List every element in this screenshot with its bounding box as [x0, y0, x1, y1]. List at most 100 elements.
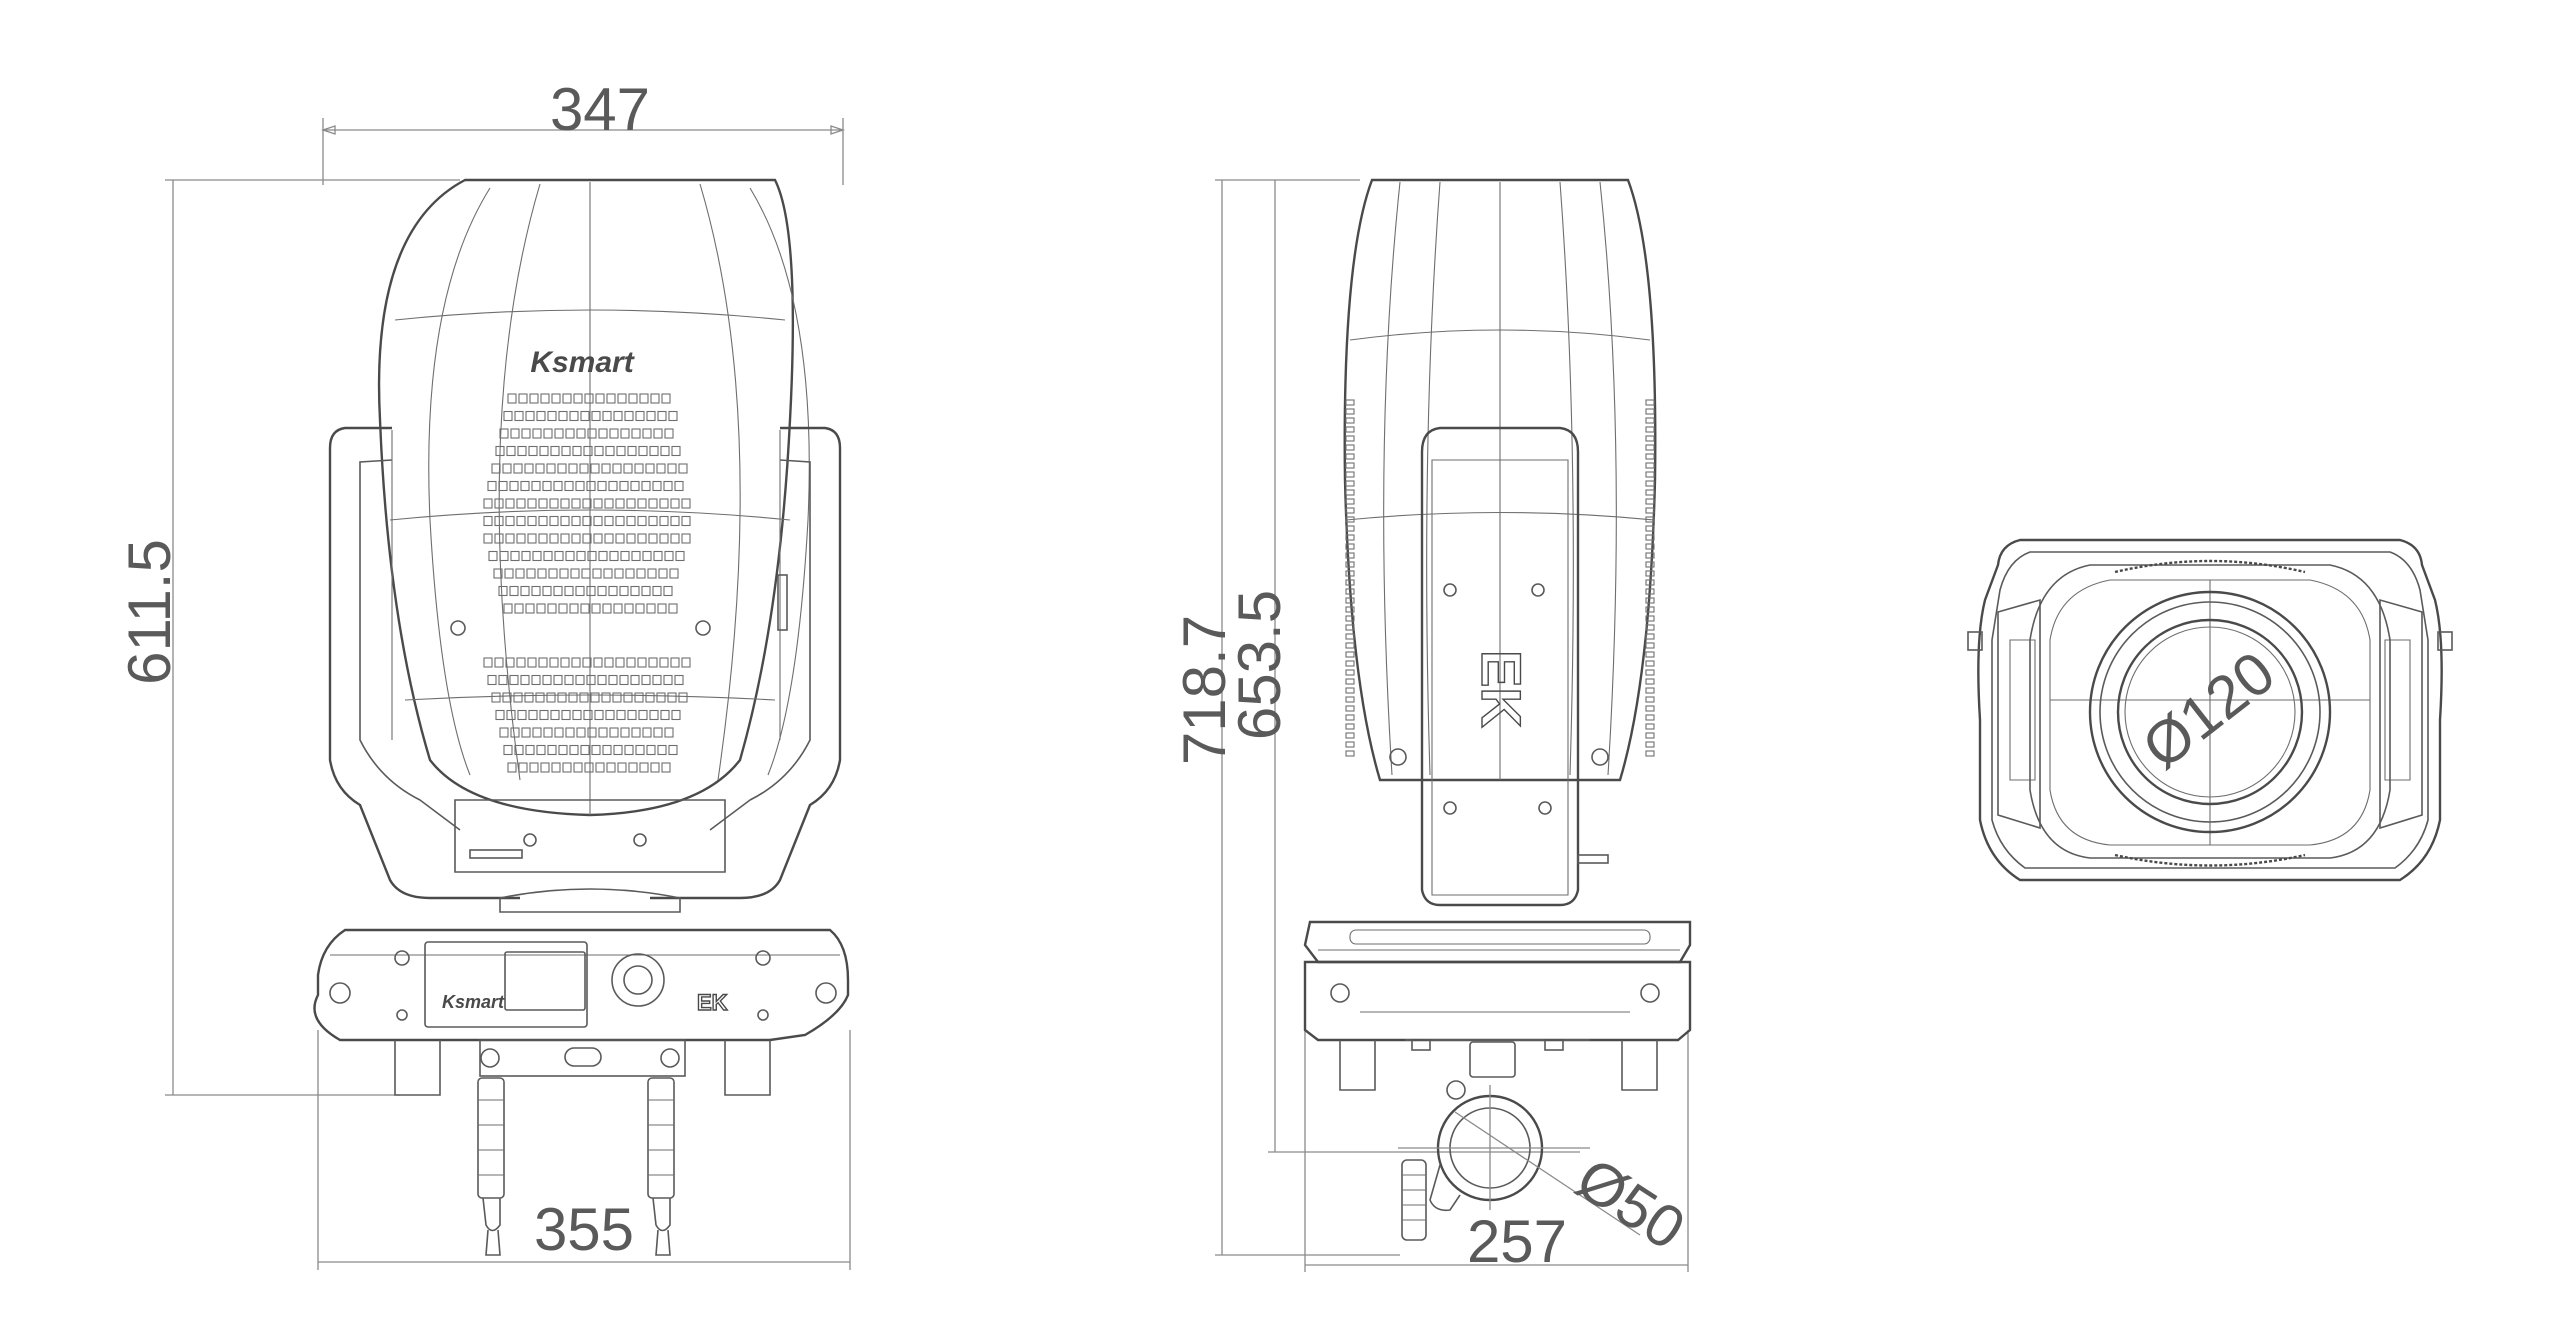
grill-slot	[1645, 552, 1655, 559]
vent-slot	[531, 480, 541, 492]
vent-slot	[553, 585, 563, 597]
vent-slot	[639, 393, 649, 404]
vent-slot	[593, 515, 603, 527]
dimension-label-height: 611.5	[116, 539, 183, 685]
vent-slot	[547, 410, 557, 422]
bracket-tab	[1411, 1039, 1431, 1051]
grill-slot	[1345, 651, 1355, 658]
dimension-line-height	[165, 179, 460, 1096]
grill-slot	[1345, 570, 1355, 577]
vent-slot	[571, 657, 581, 668]
vent-slot	[546, 692, 556, 703]
side-handle	[777, 574, 788, 631]
screw	[394, 950, 410, 966]
vent-slot	[653, 550, 663, 562]
vent-slot	[549, 657, 559, 668]
vent-slot	[602, 603, 612, 614]
vent-slot	[527, 657, 537, 668]
vent-slot	[591, 744, 601, 756]
vent-slot	[590, 692, 600, 703]
vent-slot	[532, 727, 542, 738]
vent-slot	[491, 692, 501, 703]
vent-slot	[525, 744, 535, 756]
vent-slot	[645, 692, 655, 703]
vent-slot	[569, 603, 579, 614]
vent-slot	[641, 585, 651, 597]
vent-slot	[551, 762, 561, 773]
vent-slot	[671, 709, 681, 721]
grill-slot	[1645, 678, 1655, 685]
grill-slot	[1345, 750, 1355, 757]
vent-slot	[514, 410, 524, 422]
dimension-label-top-width: 347	[550, 76, 650, 143]
vent-slot	[646, 744, 656, 756]
vent-slot	[510, 428, 520, 439]
vent-slot	[517, 709, 527, 721]
grill-slot	[1645, 399, 1655, 406]
vent-slot	[536, 410, 546, 422]
dimension-label-lens-diameter: Ø120	[2130, 638, 2287, 781]
vent-slot	[659, 657, 669, 668]
vent-slot	[499, 428, 509, 439]
grill-slot	[1345, 489, 1355, 496]
vent-slot	[587, 428, 597, 439]
vent-slot	[536, 744, 546, 756]
vent-slot	[582, 657, 592, 668]
vent-slot	[560, 533, 570, 544]
vent-slot	[505, 657, 515, 668]
bolt	[660, 1048, 680, 1068]
vent-slot	[575, 674, 585, 686]
vent-slot	[659, 498, 669, 509]
vent-slot	[681, 515, 691, 527]
grill-slot	[1645, 462, 1655, 469]
dimension-line-body-height	[1268, 180, 1580, 1153]
vent-slot	[494, 657, 504, 668]
vent-slot	[609, 727, 619, 738]
vent-slot	[615, 515, 625, 527]
grill-slot	[1645, 705, 1655, 712]
grill-slot	[1645, 534, 1655, 541]
vent-slot	[661, 393, 671, 404]
grill-slot	[1645, 543, 1655, 550]
vent-slot	[570, 568, 580, 579]
side-pipe-clamp	[1398, 1041, 1641, 1241]
vent-slot	[537, 568, 547, 579]
vent-slot	[495, 709, 505, 721]
vent-slot	[542, 585, 552, 597]
grill-slot	[1345, 732, 1355, 739]
vent-slot	[619, 585, 629, 597]
vent-slot	[547, 603, 557, 614]
vent-slot	[520, 674, 530, 686]
vent-slot	[509, 585, 519, 597]
grill-slot	[1645, 696, 1655, 703]
vent-slot	[580, 603, 590, 614]
vent-slot	[521, 550, 531, 562]
status-indicator	[469, 849, 523, 859]
vent-slot	[660, 709, 670, 721]
vent-slot	[660, 445, 670, 457]
vent-slot	[583, 709, 593, 721]
vent-slot	[606, 393, 616, 404]
yoke-base-bar	[454, 799, 726, 873]
vent-slot	[559, 568, 569, 579]
vent-slot	[540, 762, 550, 773]
vent-slot	[606, 762, 616, 773]
grill-slot	[1645, 480, 1655, 487]
vent-slot	[593, 498, 603, 509]
vent-slot	[572, 445, 582, 457]
grill-slot	[1645, 570, 1655, 577]
vent-slot	[548, 568, 558, 579]
grill-slot	[1645, 606, 1655, 613]
vent-slot	[667, 463, 677, 474]
omega-clamp-right	[647, 1077, 675, 1256]
vent-slot	[543, 428, 553, 439]
ek-logo-side: EK	[1470, 650, 1533, 728]
vent-slot	[591, 410, 601, 422]
tilt-lever	[1577, 854, 1609, 864]
vent-slot	[598, 727, 608, 738]
omega-clamp-left	[477, 1077, 505, 1256]
vent-slot	[634, 692, 644, 703]
vent-slot	[493, 568, 503, 579]
vent-slot	[619, 674, 629, 686]
grill-slot	[1345, 462, 1355, 469]
